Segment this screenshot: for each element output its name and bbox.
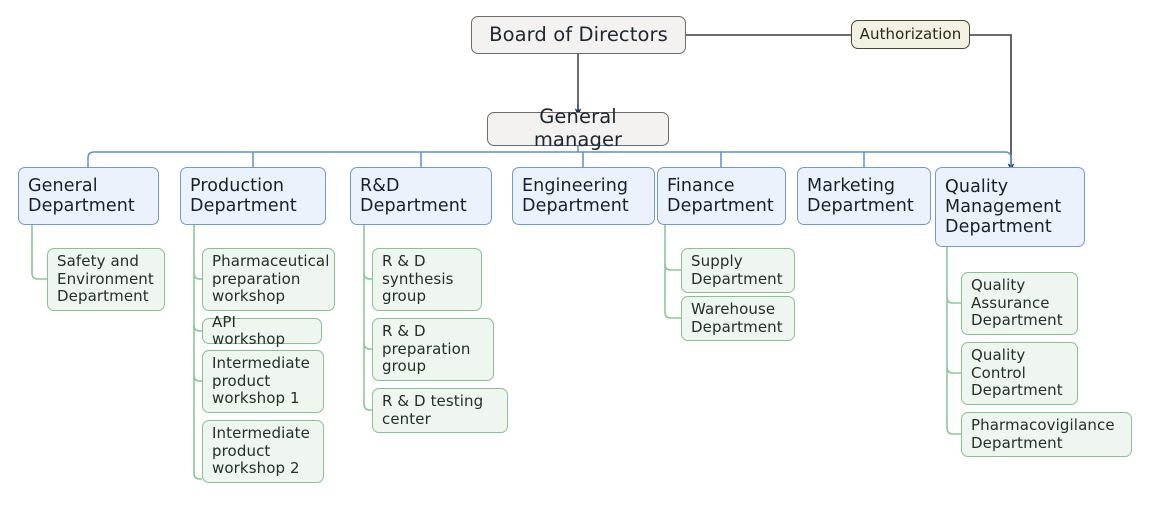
node-sub-api-workshop[interactable]: API workshop bbox=[202, 313, 322, 348]
node-sub-label: R & D testing center bbox=[382, 392, 484, 428]
node-sub-label: Supply Department bbox=[691, 252, 783, 288]
node-sub-label: API workshop bbox=[212, 312, 286, 348]
node-sub-label: R & D preparation group bbox=[382, 322, 471, 376]
node-board-of-directors-label: Board of Directors bbox=[489, 22, 668, 46]
node-sub-pharmaceutical-preparation-workshop[interactable]: Pharmaceutical preparation workshop bbox=[202, 248, 335, 311]
node-sub-quality-assurance-department[interactable]: Quality Assurance Department bbox=[961, 272, 1078, 335]
node-sub-rnd-preparation-group[interactable]: R & D preparation group bbox=[372, 318, 494, 381]
node-department-production-label: Production Department bbox=[190, 175, 297, 216]
node-sub-rnd-testing-center[interactable]: R & D testing center bbox=[372, 388, 508, 433]
node-department-general-label: General Department bbox=[28, 175, 135, 216]
node-department-quality-management-label: Quality Management Department bbox=[945, 176, 1062, 238]
node-sub-pharmacovigilance-department[interactable]: Pharmacovigilance Department bbox=[961, 412, 1132, 457]
node-general-manager[interactable]: General manager bbox=[487, 106, 669, 151]
node-department-production[interactable]: Production Department bbox=[180, 167, 326, 225]
node-department-quality-management[interactable]: Quality Management Department bbox=[935, 167, 1085, 247]
connector-authorization-to-quality bbox=[970, 34, 1015, 171]
node-sub-label: Intermediate product workshop 2 bbox=[212, 424, 310, 478]
node-sub-quality-control-department[interactable]: Quality Control Department bbox=[961, 342, 1078, 405]
node-department-marketing[interactable]: Marketing Department bbox=[797, 167, 931, 225]
node-sub-label: Pharmacovigilance Department bbox=[971, 416, 1115, 452]
connector-subdepartments bbox=[31, 225, 961, 480]
node-department-rnd[interactable]: R&D Department bbox=[350, 167, 492, 225]
node-sub-intermediate-product-workshop-1[interactable]: Intermediate product workshop 1 bbox=[202, 350, 324, 413]
node-sub-rnd-synthesis-group[interactable]: R & D synthesis group bbox=[372, 248, 482, 311]
node-sub-label: Pharmaceutical preparation workshop bbox=[212, 252, 330, 306]
node-sub-label: R & D synthesis group bbox=[382, 252, 454, 306]
node-sub-intermediate-product-workshop-2[interactable]: Intermediate product workshop 2 bbox=[202, 420, 324, 483]
node-sub-safety-and-environment[interactable]: Safety and Environment Department bbox=[47, 248, 165, 311]
node-sub-supply-department[interactable]: Supply Department bbox=[681, 248, 795, 293]
node-general-manager-label: General manager bbox=[533, 105, 623, 151]
node-sub-label: Safety and Environment Department bbox=[57, 252, 154, 306]
node-department-general[interactable]: General Department bbox=[18, 167, 159, 225]
node-authorization[interactable]: Authorization bbox=[851, 20, 970, 49]
node-sub-label: Intermediate product workshop 1 bbox=[212, 354, 310, 408]
node-board-of-directors[interactable]: Board of Directors bbox=[471, 16, 686, 54]
node-department-engineering[interactable]: Engineering Department bbox=[512, 167, 655, 225]
node-sub-label: Quality Control Department bbox=[971, 346, 1063, 400]
node-department-finance[interactable]: Finance Department bbox=[657, 167, 786, 225]
node-department-rnd-label: R&D Department bbox=[360, 175, 467, 216]
node-department-finance-label: Finance Department bbox=[667, 175, 774, 216]
node-department-engineering-label: Engineering Department bbox=[522, 175, 629, 216]
node-department-marketing-label: Marketing Department bbox=[807, 175, 914, 216]
connector-department-bus bbox=[87, 151, 1012, 167]
node-sub-label: Warehouse Department bbox=[691, 300, 783, 336]
node-authorization-label: Authorization bbox=[859, 24, 962, 43]
node-sub-warehouse-department[interactable]: Warehouse Department bbox=[681, 296, 795, 341]
node-sub-label: Quality Assurance Department bbox=[971, 276, 1063, 330]
